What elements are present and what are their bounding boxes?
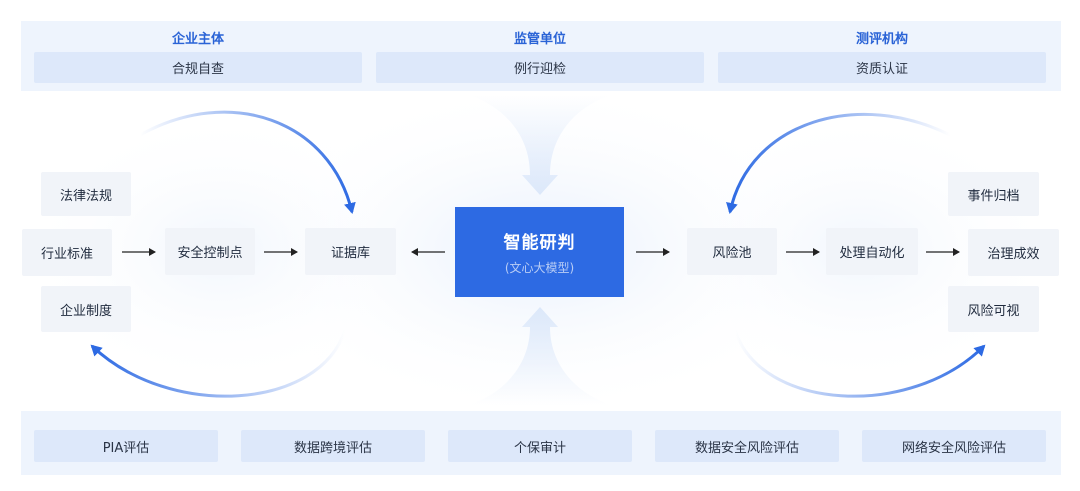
node-security-control-points: 安全控制点 xyxy=(165,228,255,275)
node-evidence-store: 证据库 xyxy=(305,228,396,275)
top-box-routine-inspection: 例行迎检 xyxy=(376,52,704,83)
funnel-top xyxy=(470,95,610,195)
bottom-box-pia: PIA评估 xyxy=(34,430,218,462)
arc-bottom-left xyxy=(90,329,347,398)
funnel-bottom xyxy=(470,307,610,405)
node-laws: 法律法规 xyxy=(41,172,131,216)
node-enterprise-policy: 企业制度 xyxy=(41,286,131,332)
arc-bottom-right xyxy=(733,329,986,398)
bottom-box-data-security: 数据安全风险评估 xyxy=(655,430,839,462)
node-risk-pool: 风险池 xyxy=(687,228,777,275)
node-event-archiving: 事件归档 xyxy=(948,172,1039,216)
bottom-box-privacy-audit: 个保审计 xyxy=(448,430,632,462)
top-box-self-check: 合规自查 xyxy=(34,52,362,83)
column-title-enterprise: 企业主体 xyxy=(171,32,224,47)
center-intelligent-analysis: 智能研判 (文心大模型) xyxy=(455,207,624,297)
center-title: 智能研判 xyxy=(503,233,576,253)
node-industry-standards: 行业标准 xyxy=(22,229,112,276)
center-subtitle: (文心大模型) xyxy=(504,261,575,275)
bottom-box-cross-border: 数据跨境评估 xyxy=(241,430,425,462)
top-box-certification: 资质认证 xyxy=(718,52,1046,83)
node-risk-visualization: 风险可视 xyxy=(948,286,1039,332)
node-governance-results: 治理成效 xyxy=(968,229,1059,276)
arc-top-right xyxy=(726,113,951,214)
column-title-assessor: 测评机构 xyxy=(855,32,908,47)
arc-top-left xyxy=(139,110,356,214)
column-title-regulator: 监管单位 xyxy=(513,32,566,47)
bottom-box-network-security: 网络安全风险评估 xyxy=(862,430,1046,462)
node-process-automation: 处理自动化 xyxy=(826,228,918,275)
